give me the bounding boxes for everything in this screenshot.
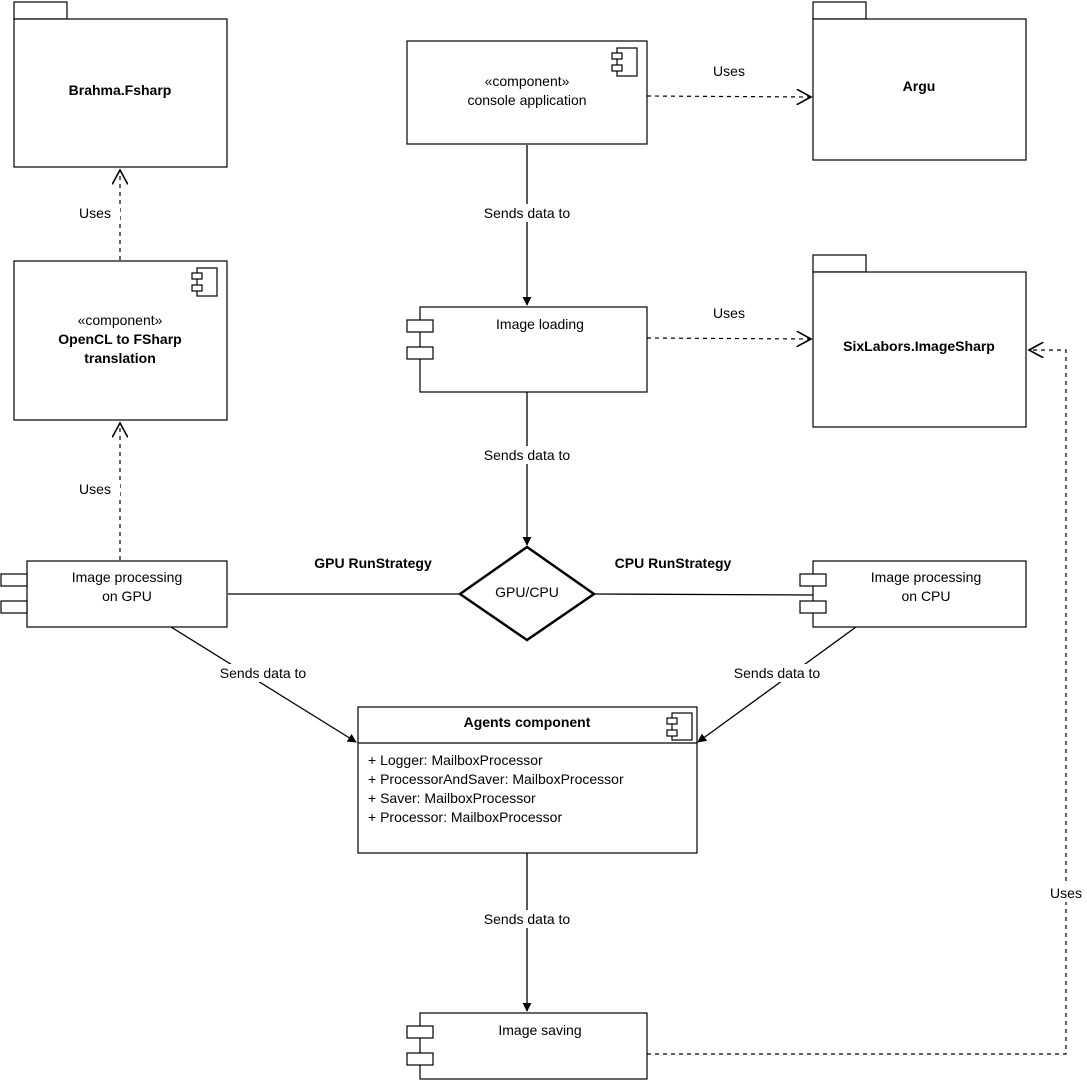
edge-label-uses-brahma: Uses (79, 205, 111, 221)
edge-label-uses-sixlabors: Uses (713, 305, 745, 321)
edge-saving-uses-sixlabors (647, 350, 1067, 1055)
edge-label-uses-argu: Uses (713, 63, 745, 79)
gpu-processing-line1: Image processing (72, 569, 183, 585)
component-console-application: «component» console application (406, 40, 648, 145)
cpu-processing-line1: Image processing (871, 569, 982, 585)
decision-label: GPU/CPU (495, 584, 559, 600)
package-sixlabors-label: SixLabors.ImageSharp (843, 338, 995, 354)
edge-label-gpu-to-agents: Sends data to (220, 665, 307, 681)
component-icon (611, 47, 638, 77)
cpu-runstrategy-label: CPU RunStrategy (615, 555, 732, 571)
opencl-stereotype: «component» (78, 312, 163, 328)
package-sixlabors-imagesharp: SixLabors.ImageSharp (812, 254, 1027, 428)
component-opencl-translation: «component» OpenCL to FSharp translation (13, 260, 228, 421)
component-image-processing-gpu: Image processing on GPU (0, 560, 228, 628)
package-brahma-fsharp: Brahma.Fsharp (13, 1, 228, 168)
edge-label-uses-opencl: Uses (79, 481, 111, 497)
image-saving-label: Image saving (498, 1022, 581, 1038)
edge-loading-uses-sixlabors (646, 338, 811, 339)
edge-label-saving-uses-sixlabors: Uses (1050, 885, 1082, 901)
package-brahma-label: Brahma.Fsharp (69, 82, 172, 98)
package-argu-label: Argu (903, 78, 936, 94)
package-argu: Argu (812, 1, 1027, 161)
agents-member: + Processor: MailboxProcessor (368, 809, 562, 825)
edge-cpu-to-agents (697, 626, 857, 743)
agents-title: Agents component (464, 714, 591, 730)
opencl-name-line2: translation (84, 350, 156, 366)
image-loading-label: Image loading (496, 316, 584, 332)
edge-label-agents-to-saving: Sends data to (484, 911, 571, 927)
gpu-processing-line2: on GPU (102, 588, 152, 604)
component-icon (666, 712, 693, 741)
component-image-loading: Image loading (406, 306, 648, 393)
gpu-runstrategy-label: GPU RunStrategy (314, 555, 432, 571)
edge-decision-cpu (593, 593, 814, 596)
cpu-processing-line2: on CPU (901, 588, 950, 604)
component-icon (191, 267, 218, 297)
console-stereotype: «component» (485, 73, 570, 89)
edge-gpu-to-agents (170, 626, 357, 743)
agents-member: + Saver: MailboxProcessor (368, 790, 536, 806)
component-image-processing-cpu: Image processing on CPU (799, 560, 1027, 628)
console-name: console application (467, 92, 586, 108)
edge-console-uses-argu (646, 96, 811, 97)
edge-label-loading-to-decision: Sends data to (484, 447, 571, 463)
agents-member: + Logger: MailboxProcessor (368, 752, 543, 768)
component-agents: Agents component + Logger: MailboxProces… (357, 706, 698, 854)
decision-gpu-cpu: GPU/CPU (457, 545, 597, 642)
edge-label-console-to-loading: Sends data to (484, 205, 571, 221)
agents-member: + ProcessorAndSaver: MailboxProcessor (368, 771, 624, 787)
opencl-name-line1: OpenCL to FSharp (58, 331, 181, 347)
edge-label-cpu-to-agents: Sends data to (734, 665, 821, 681)
component-image-saving: Image saving (406, 1012, 648, 1080)
